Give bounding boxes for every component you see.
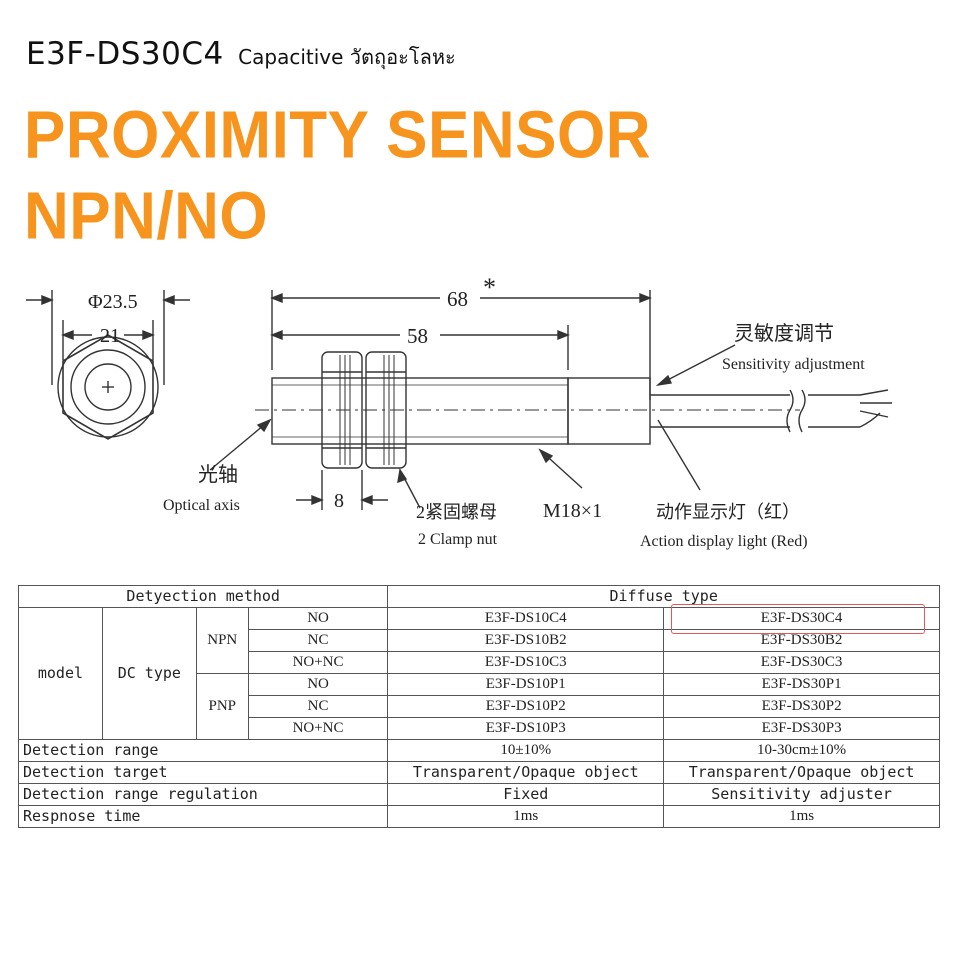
thread-label: M18×1 — [543, 500, 602, 522]
model-cell: E3F-DS30P2 — [663, 695, 940, 718]
spec-label-cell: Detection range regulation — [17, 783, 389, 806]
spec-label-cell: Respnose time — [17, 805, 389, 828]
model-cell: E3F-DS30P1 — [663, 673, 940, 696]
page-title: PROXIMITY SENSOR — [24, 98, 651, 173]
mode-cell: NC — [247, 695, 389, 718]
model-cell: E3F-DS10C4 — [387, 607, 665, 630]
clamp-nut-en-label: 2 Clamp nut — [418, 531, 498, 548]
table-row: Detection range regulation Fixed Sensiti… — [17, 783, 940, 806]
subtitle: Capacitive วัตถุอะโลหะ — [238, 45, 456, 69]
mode-cell: NO — [247, 673, 389, 696]
header-line: E3F-DS30C4 Capacitive วัตถุอะโลหะ — [26, 36, 456, 73]
model-cell-highlighted: E3F-DS30C4 — [663, 607, 940, 630]
pnp-cell: PNP — [195, 673, 249, 740]
spec-label-cell: Detection range — [17, 739, 389, 762]
asterisk-mark: * — [483, 273, 496, 302]
mode-cell: NO — [247, 607, 389, 630]
model-cell: E3F-DS10P3 — [387, 717, 665, 740]
table-row: PNP NO E3F-DS10P1 E3F-DS30P1 — [19, 673, 940, 740]
table-row: model DC type NPN NO E3F-DS10C4 E3F-DS30… — [18, 607, 940, 740]
mode-cell: NO+NC — [247, 717, 389, 740]
dimension-drawing: Φ23.5 21 68 * 58 8 M18×1 灵敏度调节 Sensitivi… — [26, 273, 892, 550]
model-cell: E3F-DS10P2 — [387, 695, 665, 718]
highlight-box — [671, 604, 925, 634]
dc-type-cell: DC type — [101, 607, 197, 740]
method-label-cell: Detyection method — [17, 585, 389, 608]
dim-8-label: 8 — [334, 490, 344, 512]
model-cell: E3F-DS10B2 — [387, 629, 665, 652]
mode-cell: NO+NC — [247, 651, 389, 674]
model-cell: E3F-DS10C3 — [387, 651, 665, 674]
spec-value-cell: 1ms — [387, 805, 665, 828]
dim-21-label: 21 — [100, 325, 120, 347]
spec-value-cell: 10-30cm±10% — [663, 739, 940, 762]
table-row: NO+NC E3F-DS10P3 E3F-DS30P3 — [19, 717, 940, 740]
spec-value-cell: 10±10% — [387, 739, 665, 762]
model-code: E3F-DS30C4 — [26, 36, 224, 72]
spec-label-cell: Detection target — [17, 761, 389, 784]
model-cell: E3F-DS30B2 — [663, 629, 940, 652]
table-row: Detyection method Diffuse type — [17, 585, 940, 608]
spec-value-cell: Transparent/Opaque object — [387, 761, 665, 784]
sensitivity-en-label: Sensitivity adjustment — [722, 356, 865, 373]
table-row: Respnose time 1ms 1ms — [17, 805, 940, 828]
sensitivity-cn-label: 灵敏度调节 — [734, 322, 834, 345]
model-label-cell: model — [18, 607, 103, 740]
side-view — [209, 290, 892, 510]
dim-68-label: 68 — [447, 287, 468, 311]
mode-cell: NC — [247, 629, 389, 652]
optical-axis-cn-label: 光轴 — [198, 463, 238, 486]
model-cell: E3F-DS30C3 — [663, 651, 940, 674]
model-cell: E3F-DS30P3 — [663, 717, 940, 740]
model-cell: E3F-DS10P1 — [387, 673, 665, 696]
table-row: Detection target Transparent/Opaque obje… — [17, 761, 940, 784]
action-light-en-label: Action display light (Red) — [640, 533, 808, 550]
spec-value-cell: Transparent/Opaque object — [663, 761, 940, 784]
optical-axis-en-label: Optical axis — [163, 497, 240, 514]
output-type-title: NPN/NO — [24, 179, 269, 254]
npn-cell: NPN — [195, 607, 249, 674]
action-light-cn-label: 动作显示灯（红） — [656, 502, 800, 522]
front-view — [26, 290, 190, 440]
dim-phi-label: Φ23.5 — [88, 291, 138, 313]
clamp-nut-cn-label: 2紧固螺母 — [416, 502, 497, 522]
spec-value-cell: 1ms — [663, 805, 940, 828]
dim-58-label: 58 — [407, 324, 428, 348]
spec-value-cell: Fixed — [387, 783, 665, 806]
spec-value-cell: Sensitivity adjuster — [663, 783, 940, 806]
spec-table: Detyection method Diffuse type model DC … — [17, 585, 940, 828]
table-row: NC E3F-DS10P2 E3F-DS30P2 — [19, 695, 940, 718]
table-row: Detection range 10±10% 10-30cm±10% — [17, 739, 940, 762]
